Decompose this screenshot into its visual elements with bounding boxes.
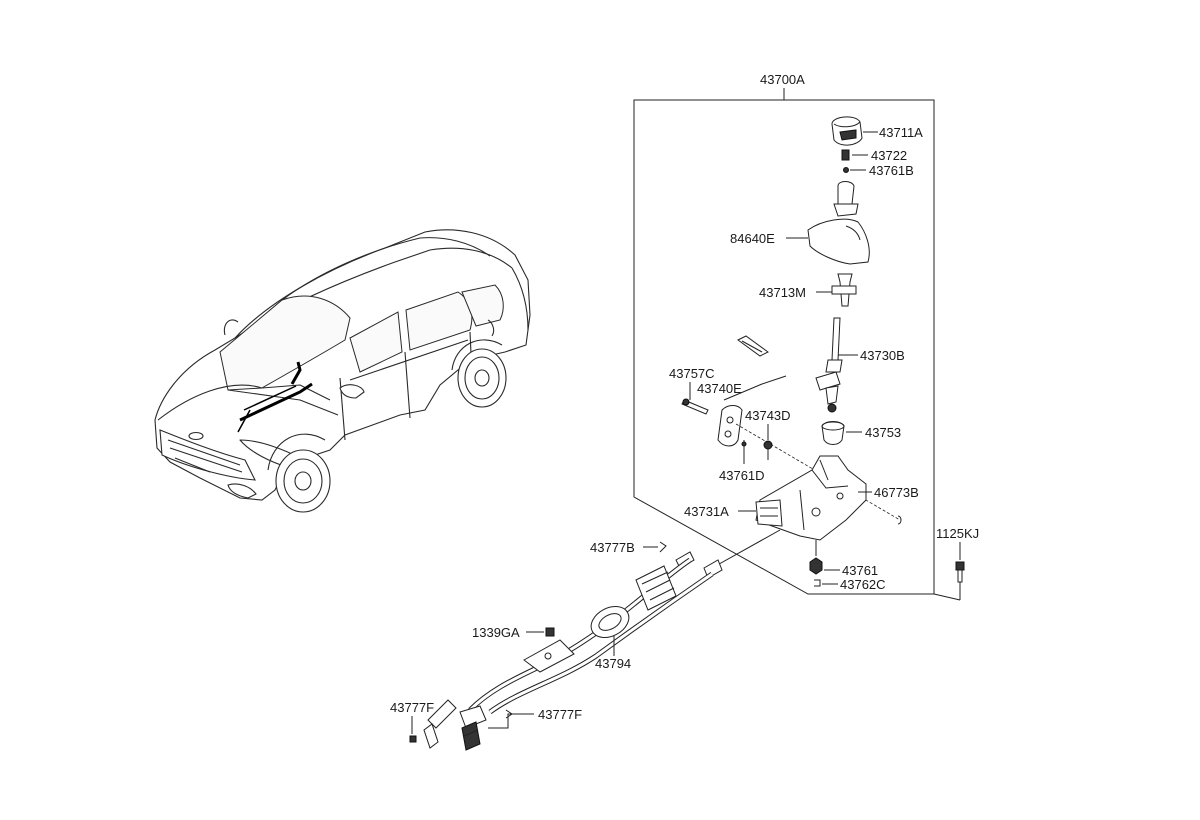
- label-clip-f-left: 43777F: [390, 700, 434, 715]
- label-pin-d: 43743D: [745, 408, 791, 423]
- bracket: 43740E: [697, 375, 787, 447]
- assembly-frame: 43700A: [633, 72, 935, 595]
- shift-cover: 84640E: [730, 218, 870, 265]
- label-nut: 43761: [842, 563, 878, 578]
- bolt: 43757C: [669, 366, 715, 415]
- lever-upper: 43713M: [759, 273, 857, 307]
- gasket: [737, 335, 769, 357]
- clip-cable: 43777B: [590, 540, 667, 555]
- pin-small: 43761D: [719, 440, 765, 483]
- label-clip-f-right: 43777F: [538, 707, 582, 722]
- label-washer: 43762C: [840, 577, 886, 592]
- label-grommet: 43794: [595, 656, 631, 671]
- shift-cables: 43794: [423, 529, 781, 751]
- label-lever-shaft: 43730B: [860, 348, 905, 363]
- label-ball: 43761B: [869, 163, 914, 178]
- clip-f-left: 43777F: [390, 700, 434, 743]
- label-clip-b: 46773B: [874, 485, 919, 500]
- spring: 43722: [841, 148, 907, 163]
- label-bracket: 43740E: [697, 381, 742, 396]
- label-spring: 43722: [871, 148, 907, 163]
- detent-ball: 43761B: [843, 163, 914, 178]
- label-clip-cable: 43777B: [590, 540, 635, 555]
- lever-shaft: 43730B: [815, 317, 905, 413]
- label-knob: 43711A: [879, 125, 923, 140]
- label-assembly: 43700A: [760, 72, 805, 87]
- shift-knob: 43711A: [831, 116, 923, 146]
- nut: 43761: [809, 540, 878, 578]
- label-lever-upper: 43713M: [759, 285, 806, 300]
- shifter-base: 43731A: [684, 455, 867, 541]
- clip-ga: 1339GA: [472, 625, 555, 640]
- washer: 43762C: [814, 577, 886, 592]
- boot-upper: [833, 181, 859, 217]
- label-bushing: 43753: [865, 425, 901, 440]
- pin-d: 43743D: [745, 408, 791, 460]
- bushing: 43753: [821, 421, 901, 445]
- label-pin-small: 43761D: [719, 468, 765, 483]
- clip-f-right: 43777F: [488, 707, 582, 729]
- label-cover: 84640E: [730, 231, 775, 246]
- label-clip-ga: 1339GA: [472, 625, 520, 640]
- label-screw: 1125KJ: [936, 526, 979, 541]
- label-base: 43731A: [684, 504, 729, 519]
- label-bolt: 43757C: [669, 366, 715, 381]
- vehicle-illustration: [154, 229, 531, 513]
- screw: 1125KJ: [933, 526, 979, 601]
- clip-b: 46773B: [858, 485, 919, 525]
